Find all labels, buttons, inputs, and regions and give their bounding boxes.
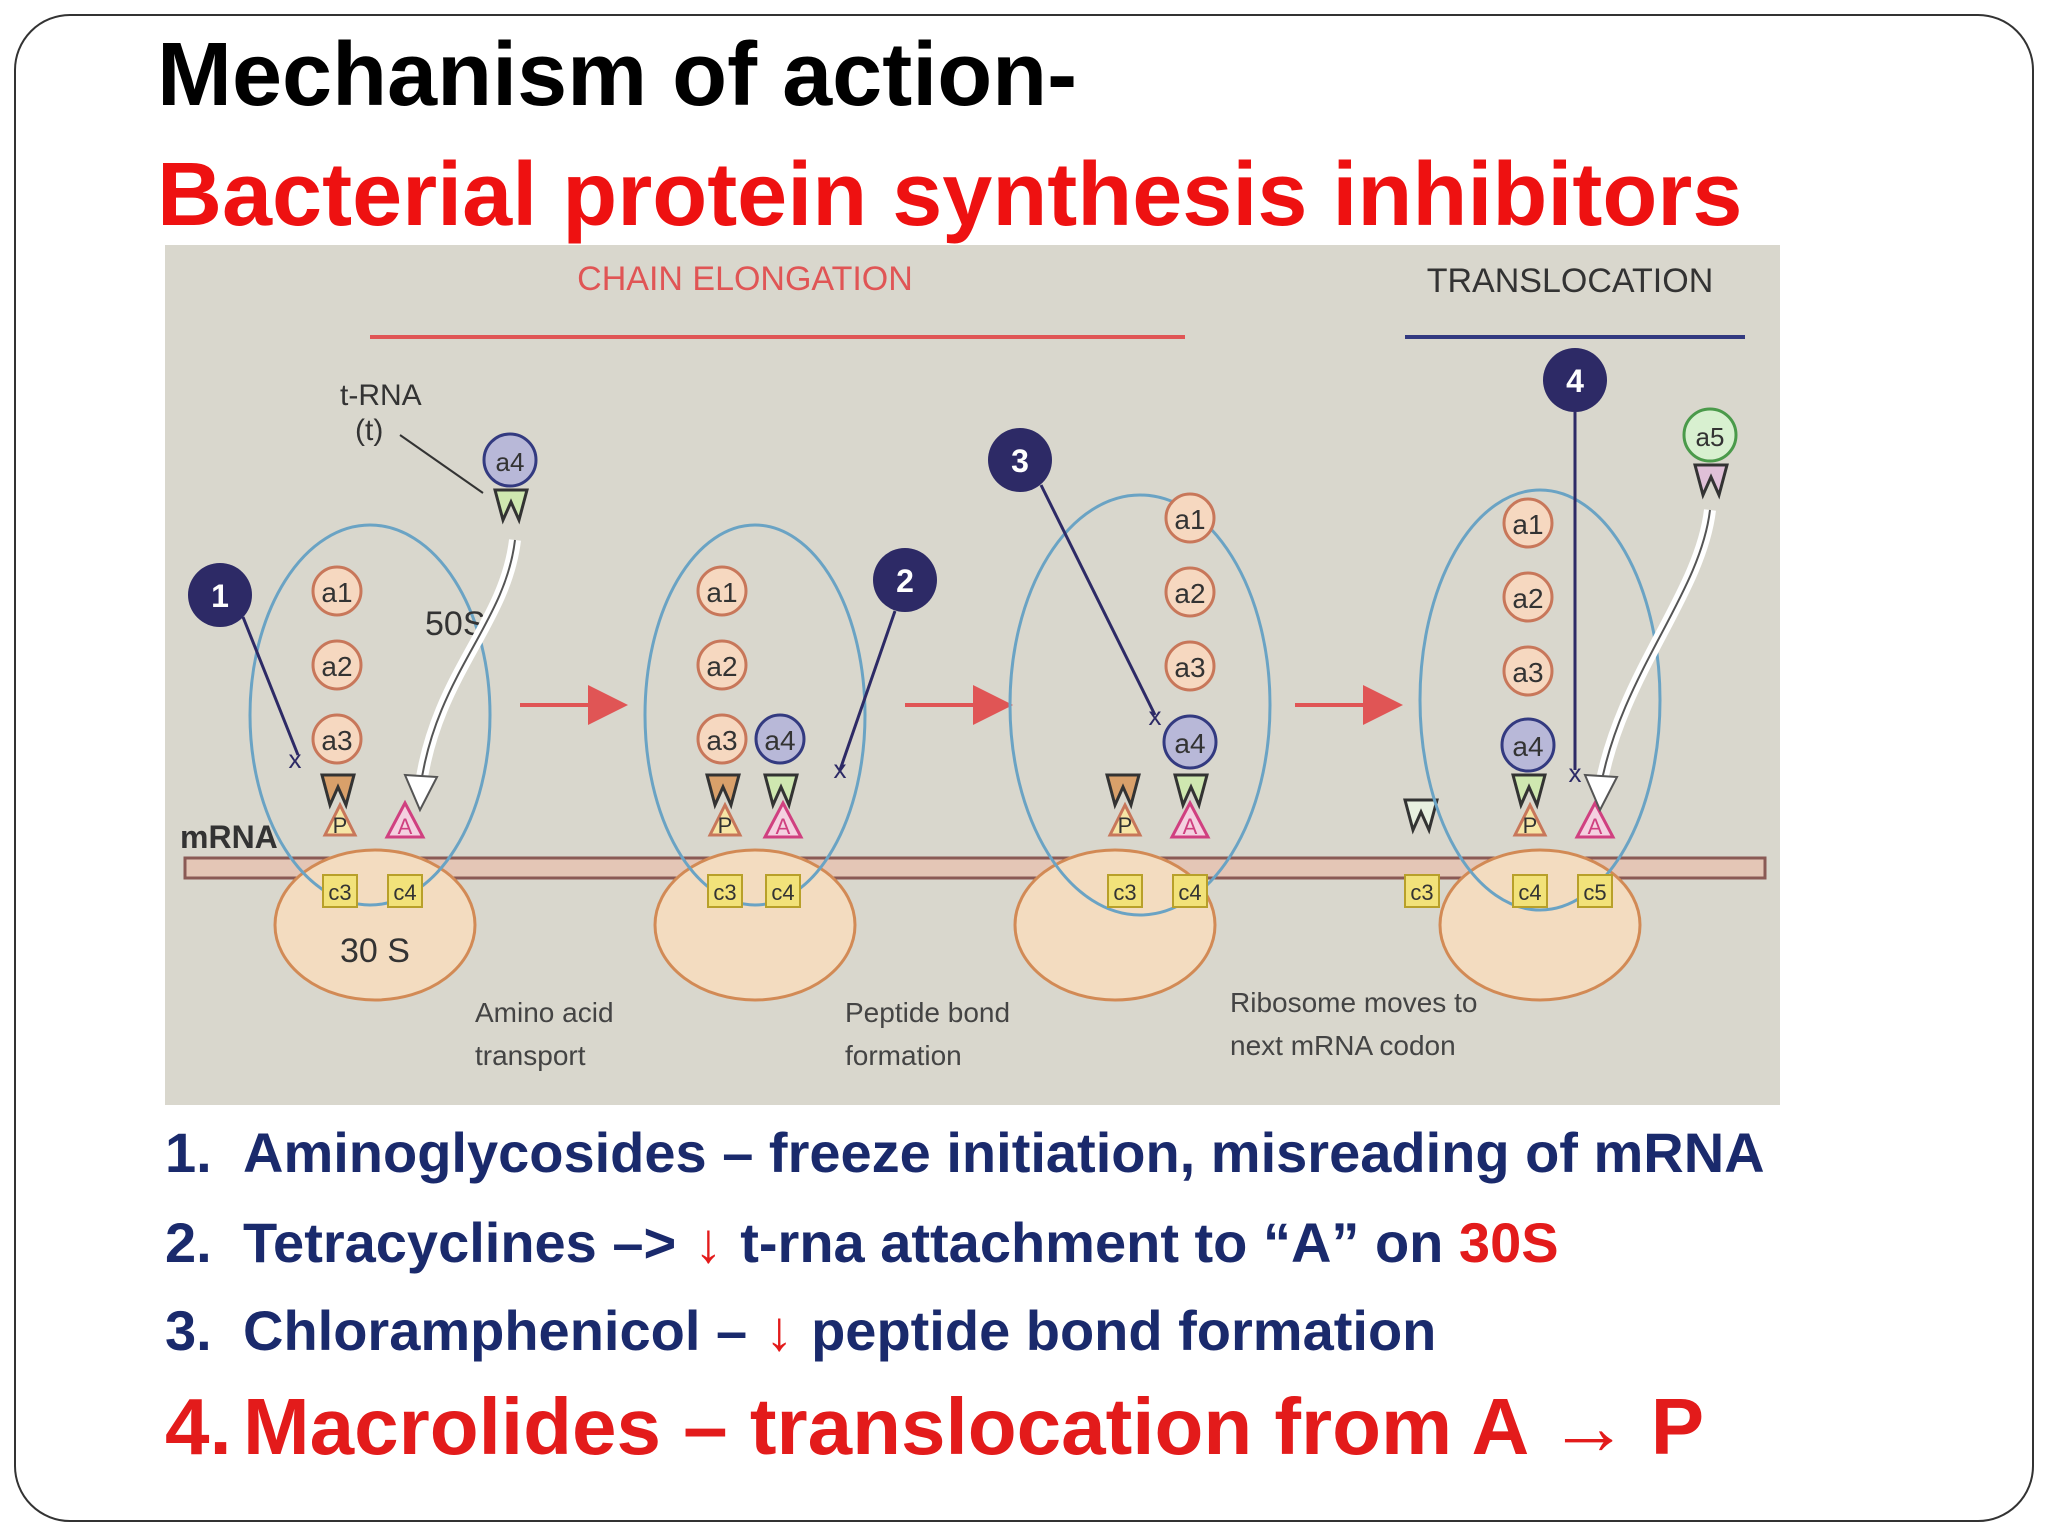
small-subunit-30s xyxy=(273,848,477,1002)
released-trna xyxy=(1403,798,1439,835)
caption-step1-line2: transport xyxy=(475,1040,586,1071)
caption-step2-line1: Peptide bond xyxy=(845,997,1010,1028)
marker-4-icon xyxy=(1543,348,1607,412)
svg-text:3: 3 xyxy=(1011,443,1029,479)
svg-text:2: 2 xyxy=(896,563,914,599)
header-translocation: TRANSLOCATION xyxy=(1427,262,1714,300)
caption-step2-line2: formation xyxy=(845,1040,962,1071)
svg-text:a2: a2 xyxy=(1174,578,1205,609)
small-subunit-label: 30 S xyxy=(340,932,410,970)
list-item-chloramphenicol: 3. Chloramphenicol – ↓ peptide bond form… xyxy=(165,1299,1437,1362)
svg-text:a1: a1 xyxy=(1512,509,1543,540)
slide-subtitle: Bacterial protein synthesis inhibitors xyxy=(157,145,1743,245)
svg-text:c4: c4 xyxy=(393,880,416,905)
svg-text:P: P xyxy=(1118,813,1133,838)
svg-text:a4: a4 xyxy=(496,447,525,477)
svg-text:c4: c4 xyxy=(771,880,794,905)
svg-text:c5: c5 xyxy=(1583,880,1606,905)
marker-1-icon xyxy=(188,563,252,627)
caption-step3-line2: next mRNA codon xyxy=(1230,1030,1456,1061)
marker-3-icon xyxy=(988,428,1052,492)
codon-c4 xyxy=(387,874,423,908)
trna-pointer-line xyxy=(399,434,484,494)
ribosome-1: 30 S 50S a1 a2 a3 P A c3 c4 xyxy=(248,523,492,1002)
amino-acid-a5-incoming xyxy=(1682,407,1738,463)
svg-text:a3: a3 xyxy=(1512,657,1543,688)
svg-text:c3: c3 xyxy=(1113,880,1136,905)
svg-text:a5: a5 xyxy=(1696,422,1725,452)
codon-c3-vacated xyxy=(1404,874,1440,908)
ribosome-3: a1 a2 a3 a4 P A c3 c4 xyxy=(1008,492,1272,1002)
svg-text:a2: a2 xyxy=(706,651,737,682)
svg-text:a1: a1 xyxy=(321,577,352,608)
amino-acid-a4-incoming xyxy=(482,432,538,488)
block-x-1: x xyxy=(289,744,302,774)
ribosome-4: a1 a2 a3 a4 P A c4 c5 xyxy=(1418,488,1662,1002)
caption-step3-line1: Ribosome moves to xyxy=(1230,987,1477,1018)
amino-acid-a1 xyxy=(311,565,363,617)
trna-incoming xyxy=(493,488,529,525)
svg-text:c4: c4 xyxy=(1518,880,1541,905)
svg-text:A: A xyxy=(1588,814,1603,839)
amino-acid-a3 xyxy=(311,713,363,765)
protein-synthesis-diagram: CHAIN ELONGATION TRANSLOCATION mRNA 30 S… xyxy=(165,245,1780,1105)
svg-text:1: 1 xyxy=(211,578,229,614)
svg-text:a3: a3 xyxy=(706,725,737,756)
svg-text:a3: a3 xyxy=(321,725,352,756)
amino-acid-a2 xyxy=(311,639,363,691)
svg-text:a2: a2 xyxy=(321,651,352,682)
ribosome-2: a1 a2 a3 a4 P A c3 c4 xyxy=(643,523,867,1002)
svg-text:c3: c3 xyxy=(713,880,736,905)
list-item-aminoglycosides: 1. Aminoglycosides – freeze initiation, … xyxy=(165,1121,1765,1184)
caption-step1-line1: Amino acid xyxy=(475,997,614,1028)
large-subunit-50s xyxy=(248,523,492,907)
trna-label: t-RNA xyxy=(340,379,422,412)
a-site xyxy=(384,799,426,839)
mrna-label: mRNA xyxy=(180,819,278,855)
svg-text:a1: a1 xyxy=(706,577,737,608)
svg-text:P: P xyxy=(1523,813,1538,838)
svg-text:a4: a4 xyxy=(1512,731,1543,762)
header-chain-elongation: CHAIN ELONGATION xyxy=(577,260,913,298)
svg-text:a1: a1 xyxy=(1174,504,1205,535)
svg-text:a4: a4 xyxy=(764,725,795,756)
codon-c3 xyxy=(322,874,358,908)
slide-title: Mechanism of action- xyxy=(157,25,1078,125)
list-item-tetracyclines: 2. Tetracyclines –> ↓ t-rna attachment t… xyxy=(165,1211,1559,1274)
svg-text:P: P xyxy=(333,813,348,838)
down-arrow-icon: ↓ xyxy=(694,1211,723,1274)
svg-text:P: P xyxy=(718,813,733,838)
trna-p-site xyxy=(320,773,356,810)
svg-text:A: A xyxy=(398,814,413,839)
svg-text:4: 4 xyxy=(1566,363,1584,399)
block-x-4: x xyxy=(1569,758,1582,788)
mrna-strand xyxy=(183,856,1767,880)
list-item-macrolides: 4. Macrolides – translocation from A → P xyxy=(165,1382,1705,1471)
svg-text:c3: c3 xyxy=(1410,880,1433,905)
svg-text:A: A xyxy=(776,814,791,839)
trna-label-t: (t) xyxy=(355,414,383,447)
svg-text:a2: a2 xyxy=(1512,583,1543,614)
marker-2-icon xyxy=(873,548,937,612)
block-x-2: x xyxy=(834,754,847,784)
svg-text:c3: c3 xyxy=(328,880,351,905)
svg-text:a4: a4 xyxy=(1174,728,1205,759)
block-x-3: x xyxy=(1149,701,1162,731)
svg-text:a3: a3 xyxy=(1174,652,1205,683)
svg-text:A: A xyxy=(1183,814,1198,839)
p-site xyxy=(322,801,358,837)
svg-text:c4: c4 xyxy=(1178,880,1201,905)
down-arrow-icon: ↓ xyxy=(765,1299,794,1362)
